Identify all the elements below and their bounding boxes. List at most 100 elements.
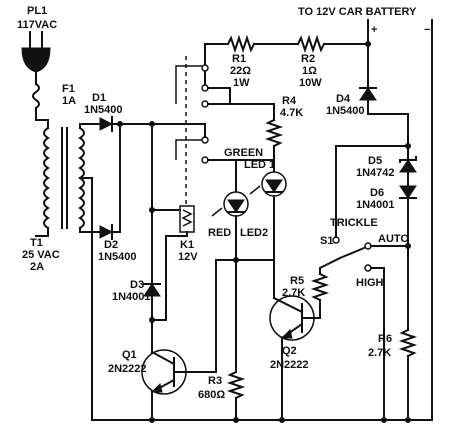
junction-gnd-high: [381, 417, 387, 423]
wire-d4-bottom: [367, 99, 409, 127]
wire-sec-bottom: [79, 227, 101, 233]
junction-gnd-q1: [149, 417, 155, 423]
relay-value: 12V: [178, 251, 198, 263]
junction-d3: [149, 317, 155, 323]
wire-primary-bottom: [35, 227, 49, 237]
d1-diode: [99, 117, 114, 131]
switch-auto-label: AUTO: [378, 233, 409, 245]
switch-trickle-label: TRICKLE: [330, 217, 378, 229]
r5-value: 2.7K: [282, 287, 305, 299]
relay-arm-top: [175, 65, 202, 104]
led2-diode: [227, 199, 245, 213]
junction-d1-d2: [117, 121, 123, 127]
q1-emitter-arrow: [150, 383, 163, 393]
d2-diode: [99, 225, 114, 239]
r4-value: 4.7K: [280, 107, 303, 119]
wire-q2-base: [301, 299, 321, 319]
led1-diode: [265, 179, 283, 193]
led2-ray: [211, 207, 223, 217]
d6-diode: [399, 185, 417, 199]
battery-minus-sign: −: [424, 24, 430, 36]
r3-ref: R3: [208, 375, 222, 387]
r1-ref: R1: [232, 53, 246, 65]
q1-collector: [150, 350, 176, 366]
r2-value1: 1Ω: [302, 65, 317, 77]
q2-ref: Q2: [282, 345, 297, 357]
d3-value: 1N4001: [112, 291, 151, 303]
r1-value1: 22Ω: [230, 65, 251, 77]
q1-ref: Q1: [122, 349, 137, 361]
t1-value2: 2A: [30, 261, 44, 273]
wire-q1-base: [173, 259, 237, 373]
r1-value2: 1W: [233, 77, 250, 89]
t1-value1: 25 VAC: [22, 249, 60, 261]
led1-color: GREEN: [224, 147, 263, 159]
r2-ref: R2: [301, 53, 315, 65]
wire-center-tap: [79, 177, 93, 421]
led1-ray: [249, 185, 261, 195]
wire-high: [370, 267, 385, 421]
wire-d2-out: [111, 123, 121, 233]
d1-ref: D1: [92, 92, 106, 104]
d6-value: 1N4001: [356, 199, 395, 211]
d2-value: 1N5400: [98, 251, 137, 263]
d4-diode: [359, 87, 377, 101]
plug-body: [21, 47, 51, 73]
battery-plus-sign: +: [371, 24, 377, 36]
r1-resistor: [226, 34, 256, 54]
junction-gnd-q2: [279, 417, 285, 423]
junction-gnd-r6: [405, 417, 411, 423]
wire-r1-left: [204, 43, 229, 91]
wire-r4-top: [207, 103, 275, 121]
r2-value2: 10W: [299, 77, 322, 89]
d4-ref: D4: [336, 93, 351, 105]
fuse-ref: F1: [62, 83, 75, 95]
relay-ref: K1: [180, 239, 194, 251]
junction-coil: [149, 207, 155, 213]
r6-ref: R6: [378, 333, 392, 345]
wire-trickle: [335, 145, 409, 238]
r4-ref: R4: [282, 95, 297, 107]
r2-resistor: [296, 34, 326, 54]
fuse-f1: [32, 82, 40, 110]
plug-value: 117VAC: [17, 19, 57, 31]
t1-ref: T1: [30, 237, 43, 249]
r4-resistor: [264, 118, 284, 148]
d1-value: 1N5400: [84, 104, 123, 116]
led1-ref: LED 1: [244, 159, 275, 171]
switch-lever: [338, 246, 366, 260]
fuse-value: 1A: [62, 95, 76, 107]
relay-contact-top1: [201, 64, 209, 72]
r6-resistor: [398, 328, 418, 358]
r5-resistor: [310, 272, 330, 302]
d6-ref: D6: [370, 187, 384, 199]
d3-ref: D3: [130, 279, 144, 291]
relay-arm-mid: [175, 139, 202, 160]
switch-high-label: HIGH: [356, 277, 384, 289]
q2-emitter-arrow: [280, 329, 293, 339]
transformer-primary: [43, 126, 50, 230]
d2-ref: D2: [104, 239, 118, 251]
junction-auto: [405, 243, 411, 249]
q1-value: 2N2222: [108, 363, 147, 375]
r3-resistor: [226, 370, 246, 400]
d5-value: 1N4742: [356, 167, 395, 179]
q2-collector: [272, 296, 304, 314]
led2-ref: LED2: [240, 227, 268, 239]
relay-coil: [179, 205, 195, 233]
wire-coil-bottom: [151, 231, 188, 321]
r3-value: 680Ω: [198, 389, 225, 401]
r5-ref: R5: [290, 275, 304, 287]
r6-value: 2.7K: [368, 347, 391, 359]
d5-ref: D5: [368, 155, 382, 167]
d4-value: 1N5400: [326, 105, 365, 117]
wire-contact-led1: [207, 87, 231, 105]
wire-r5-switch: [319, 256, 342, 275]
wire-fuse-primary: [35, 107, 49, 129]
junction-gnd-r3: [233, 417, 239, 423]
relay-coil-winding: [181, 209, 193, 227]
switch-ref: S1: [320, 235, 333, 247]
wire-sec-top: [79, 123, 101, 129]
